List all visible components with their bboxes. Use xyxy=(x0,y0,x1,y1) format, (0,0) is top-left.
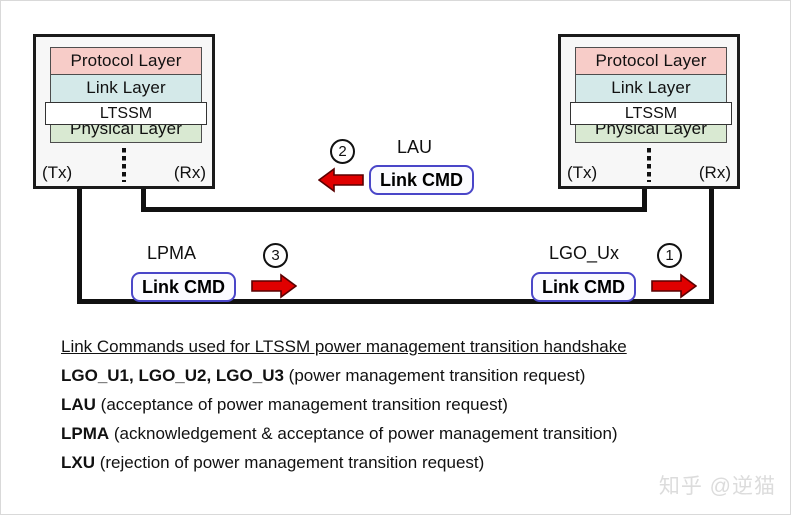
wire-left-rx-vertical xyxy=(141,187,146,212)
message-label-lpma: LPMA xyxy=(147,243,197,263)
legend-term-lgo: LGO_U1, LGO_U2, LGO_U3 xyxy=(61,366,284,385)
legend-term-lpma: LPMA xyxy=(61,424,110,443)
arrow-right-lpma xyxy=(251,273,298,299)
link-cmd-pill-lpma: Link CMD xyxy=(131,272,236,302)
left-tx-port-label: (Tx) xyxy=(42,163,73,182)
message-label-lgo-ux: LGO_Ux xyxy=(549,243,620,263)
link-cmd-pill-lgo-ux: Link CMD xyxy=(531,272,636,302)
legend-desc-lpma: (acknowledgement & acceptance of power m… xyxy=(109,424,618,443)
left-rx-port-label: (Rx) xyxy=(173,163,206,182)
legend-desc-lgo: (power management transition request) xyxy=(283,366,586,385)
message-label-lau: LAU xyxy=(397,137,433,157)
step-number-3: 3 xyxy=(263,243,288,268)
left-ltssm-box: LTSSM xyxy=(45,102,207,125)
right-rx-port-label: (Rx) xyxy=(698,163,731,182)
link-cmd-pill-lau: Link CMD xyxy=(369,165,474,195)
step-number-2: 2 xyxy=(330,139,355,164)
left-protocol-layer: Protocol Layer xyxy=(51,48,201,75)
wire-left-tx-vertical xyxy=(77,187,82,303)
step-number-1: 1 xyxy=(657,243,682,268)
wire-right-tx-vertical xyxy=(642,187,647,212)
legend-term-lxu: LXU xyxy=(61,453,95,472)
arrow-left-lau xyxy=(317,167,364,193)
arrow-right-lgo-ux xyxy=(651,273,698,299)
right-internal-dotted-line xyxy=(647,148,651,182)
legend-entry-lau: LAU (acceptance of power management tran… xyxy=(61,395,761,415)
legend-title: Link Commands used for LTSSM power manag… xyxy=(61,337,627,356)
legend-entry-lxu: LXU (rejection of power management trans… xyxy=(61,453,761,473)
legend-block: Link Commands used for LTSSM power manag… xyxy=(61,337,761,482)
right-layer-stack: Protocol Layer Link Layer Physical Layer xyxy=(575,47,727,143)
left-device-box: Protocol Layer Link Layer Physical Layer… xyxy=(33,34,215,189)
legend-desc-lau: (acceptance of power management transiti… xyxy=(95,395,508,414)
right-protocol-layer: Protocol Layer xyxy=(576,48,726,75)
wire-right-rx-vertical xyxy=(709,187,714,303)
legend-entry-lpma: LPMA (acknowledgement & acceptance of po… xyxy=(61,424,761,444)
right-ltssm-box: LTSSM xyxy=(570,102,732,125)
wire-bottom-bus xyxy=(77,299,714,304)
legend-term-lau: LAU xyxy=(61,395,96,414)
wire-upper-bus xyxy=(141,207,647,212)
right-tx-port-label: (Tx) xyxy=(567,163,598,182)
left-layer-stack: Protocol Layer Link Layer Physical Layer xyxy=(50,47,202,143)
legend-entry-lgo: LGO_U1, LGO_U2, LGO_U3 (power management… xyxy=(61,366,761,386)
legend-desc-lxu: (rejection of power management transitio… xyxy=(95,453,485,472)
watermark: 知乎 @逆猫 xyxy=(658,475,776,498)
right-device-box: Protocol Layer Link Layer Physical Layer… xyxy=(558,34,740,189)
left-internal-dotted-line xyxy=(122,148,126,182)
